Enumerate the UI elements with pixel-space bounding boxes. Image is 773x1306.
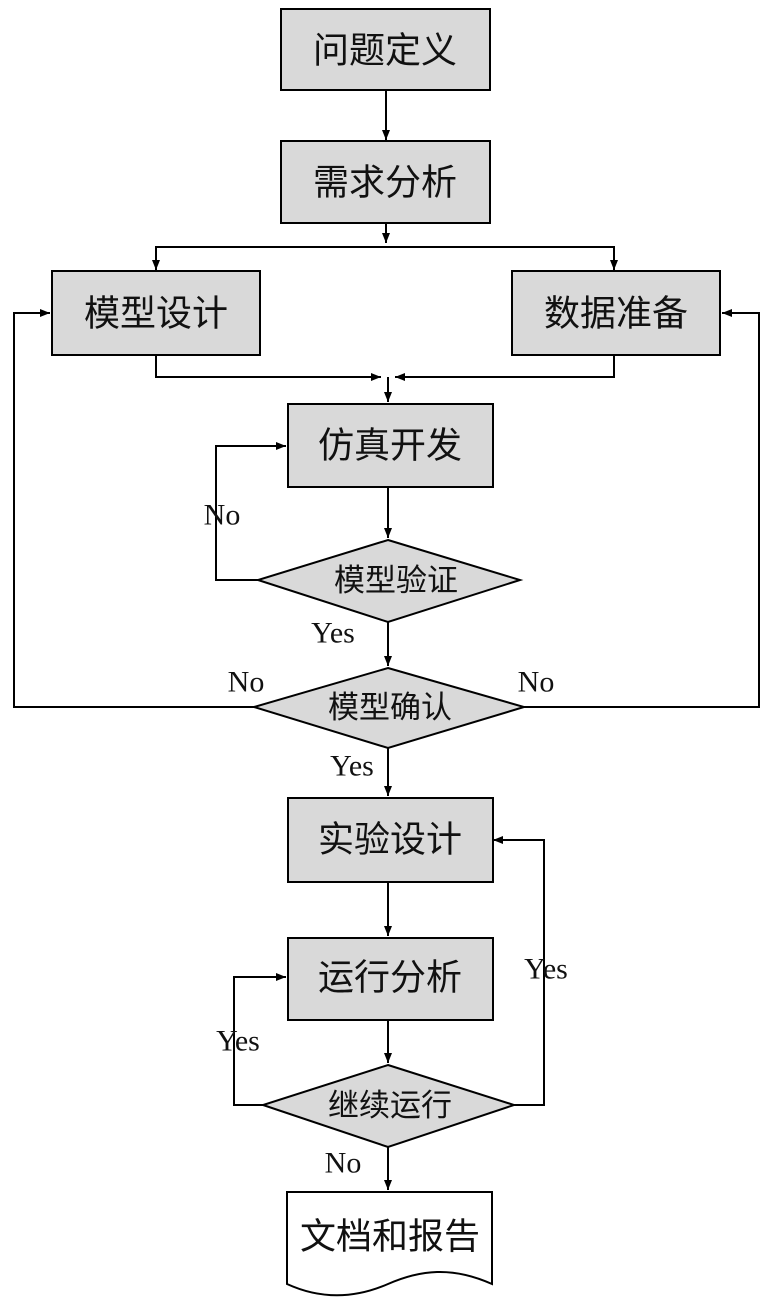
node-box [287,797,494,883]
node-label: 实验设计 [318,820,462,861]
edge-split-to-model-design [152,246,386,270]
label-continue-yes-right: Yes [524,953,568,986]
edge-confirmation-no-right [524,309,760,708]
node-data-preparation: 数据准备 [511,270,721,356]
node-model-confirmation: 模型确认 [250,666,528,750]
node-simulation-development: 仿真开发 [287,403,494,488]
edge-continue-yes-right [493,836,545,1106]
node-experiment-design: 实验设计 [287,797,494,883]
node-problem-definition: 问题定义 [280,8,491,91]
label-confirmation-yes: Yes [330,750,374,783]
decision-diamond [259,1063,518,1149]
node-label: 需求分析 [313,163,457,204]
edge-data-prep-to-merge [395,355,615,381]
node-box [280,8,491,91]
node-box [287,937,494,1021]
decision-diamond [250,666,528,750]
label-continue-no: No [325,1147,362,1180]
node-label: 模型设计 [84,294,228,335]
node-box [51,270,261,356]
label-continue-yes-left: Yes [216,1025,260,1058]
node-label: 问题定义 [313,31,457,72]
label-verification-yes: Yes [311,617,355,650]
node-label: 文档和报告 [300,1217,480,1258]
edge-model-design-to-merge [155,355,381,381]
node-label: 数据准备 [544,294,688,335]
node-model-verification: 模型验证 [254,538,524,624]
edge-continue-yes-left [233,973,286,1106]
node-model-design: 模型设计 [51,270,261,356]
node-documentation-report: 文档和报告 [286,1191,493,1297]
node-box [287,403,494,488]
node-label: 模型验证 [334,563,458,599]
document-shape [286,1191,493,1297]
node-box [511,270,721,356]
node-continue-running: 继续运行 [259,1063,518,1149]
node-label: 运行分析 [318,958,462,999]
node-label: 继续运行 [328,1088,452,1124]
node-label: 模型确认 [328,690,452,726]
node-label: 仿真开发 [318,426,462,467]
label-confirmation-no-left: No [228,666,265,699]
edge-labels: No Yes No No Yes Yes Yes No [204,499,568,1180]
node-box [280,140,491,224]
node-requirement-analysis: 需求分析 [280,140,491,224]
edge-split-to-data-prep [386,246,618,270]
edge-confirmation-no-left [13,309,254,708]
node-run-analysis: 运行分析 [287,937,494,1021]
edges [13,90,760,1190]
edge-verification-no [215,442,286,581]
decision-diamond [254,538,524,624]
label-verification-no: No [204,499,241,532]
label-confirmation-no-right: No [518,666,555,699]
